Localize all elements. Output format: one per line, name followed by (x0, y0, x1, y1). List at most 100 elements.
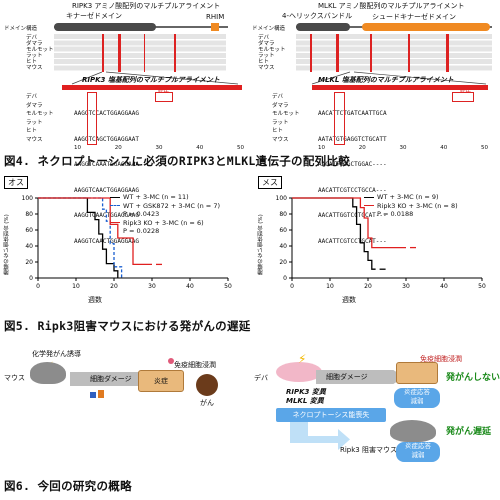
species-label: マウス (26, 136, 43, 143)
species-label: ヒト (26, 59, 38, 65)
ruler-tick: 50 (237, 145, 244, 151)
y-tick-label: 0 (283, 275, 287, 282)
delay-label: 発がん遅延 (446, 427, 492, 437)
mlkl-mark (446, 34, 449, 72)
process-arrow-right (316, 370, 404, 384)
x-tick-label: 40 (440, 283, 448, 290)
y-tick-label: 40 (279, 243, 287, 250)
x-tick-label: 20 (364, 283, 372, 290)
no-cancer-label: 発がんしない (446, 373, 500, 383)
ripk3-zoom-lines (71, 71, 239, 85)
y-tick-label: 100 (22, 195, 34, 202)
ripk3-mutation-label: RIPK3 変異 (286, 388, 326, 396)
ruler-tick: 40 (440, 145, 448, 151)
species-label: マウス (258, 65, 275, 71)
kinase-label-left: キナーゼドメイン (66, 12, 122, 20)
y-tick-label: 80 (25, 211, 33, 218)
species-label: ラット (258, 53, 275, 59)
species-label: ダマラ (258, 41, 275, 47)
species-label: モルモット (258, 47, 286, 53)
ripk3-mouse-label: Ripk3 阻害マウス (340, 446, 397, 454)
species-list-left: デバ ダマラ モルモット ラット ヒト マウス (26, 35, 54, 71)
pvalue: P = 0.0423 (123, 210, 160, 218)
x-tick-label: 20 (110, 283, 118, 290)
ripk3-aa-alignment (54, 34, 226, 72)
ripk3-kinase-domain (54, 23, 156, 31)
damage-icon (98, 390, 104, 398)
x-tick-label: 0 (290, 283, 294, 290)
y-tick-label: 40 (25, 243, 33, 250)
mlkl-mark (408, 34, 410, 72)
xlabel-left: 週数 (88, 296, 102, 304)
legend-right: WT + 3-MC (n = 9) Ripk3 KO + 3-MC (n = 8… (364, 193, 458, 219)
seq-row: AACATTCGGCTGGAC---- (318, 161, 387, 168)
mlkl-helix-domain (296, 23, 350, 31)
species-label: ヒト (272, 128, 284, 134)
ylabel-left: 腫瘍のない個体割合 (%) (4, 214, 10, 276)
species-label: ダマラ (272, 102, 289, 109)
seq-row: AAGGTCAACTGGAGGAAG (74, 186, 140, 194)
helix-label: 4-ヘリックスバンドル (282, 12, 353, 20)
mlkl-mark (370, 34, 372, 72)
species-label: ヒト (258, 59, 270, 65)
series-line (292, 197, 376, 270)
y-tick-label: 100 (276, 195, 288, 202)
mlkl-seq-block: AACATTCTGATCAATTGCA AATATGTGAGGTCTGCATT … (318, 93, 387, 263)
mouse-icon-2 (390, 420, 436, 442)
y-tick-label: 60 (279, 227, 287, 234)
species-list-left-seq: デバ ダマラ モルモット ラット ヒト マウス (26, 93, 54, 144)
x-tick-label: 30 (402, 283, 410, 290)
y-tick-label: 20 (279, 259, 287, 266)
species-label: ラット (26, 53, 43, 59)
figure-5-caption: 図5. Ripk3阻害マウスにおける発がんの遅延 (4, 319, 251, 333)
ripk3-mark (102, 34, 104, 72)
mlkl-mark (336, 34, 339, 72)
species-label: モルモット (26, 47, 54, 53)
domain-label-left: ドメイン構造 (4, 26, 38, 32)
cell-icon-right (396, 362, 438, 384)
x-tick-label: 10 (326, 283, 334, 290)
species-label: デバ (26, 94, 38, 100)
lightning-icon: ⚡ (298, 352, 307, 366)
mouse-label: マウス (4, 374, 25, 382)
species-label: ダマラ (26, 102, 43, 109)
ripk3-stop-box (155, 92, 173, 102)
chart-tag-male: オス (4, 176, 28, 189)
x-tick-label: 0 (36, 283, 40, 290)
cancer-label: がん (200, 399, 214, 407)
legend-item: Ripk3 KO + 3-MC (n = 6) (110, 219, 220, 228)
ripk3-stop-label: 終止 (158, 88, 170, 94)
mlkl-seq-redbar (312, 85, 488, 90)
mlkl-seq-title: MLKL 塩基配列のマルチプルアライメント (318, 76, 454, 84)
x-tick-label: 10 (72, 283, 80, 290)
ruler-tick: 40 (196, 145, 204, 151)
mlkl-mutation-box (334, 92, 345, 145)
legend-left: WT + 3-MC (n = 11) WT + GSK872 + 3-MC (n… (110, 193, 220, 236)
legend-item: WT + 3-MC (n = 9) (364, 193, 458, 202)
series-line (292, 197, 406, 249)
chart-tag-female: メス (258, 176, 282, 189)
ripk3-aa-title: RIPK3 アミノ酸配列のマルチプルアライメント (72, 2, 221, 10)
mlkl-aa-alignment (296, 34, 492, 72)
ruler-tick: 20 (114, 145, 122, 151)
species-label: モルモット (272, 111, 300, 117)
mole-rat-icon (276, 362, 322, 382)
y-tick-label: 20 (25, 259, 33, 266)
species-label: デバ (272, 94, 284, 100)
ripk3-mark (144, 34, 145, 72)
domain-label-right: ドメイン構造 (252, 26, 286, 32)
ripk3-mark (118, 34, 121, 72)
y-tick-label: 0 (29, 275, 33, 282)
mlkl-stop-label: 終止 (460, 88, 472, 94)
x-tick-label: 30 (148, 283, 156, 290)
ylabel-right: 腫瘍のない個体割合 (%) (258, 214, 264, 276)
mlkl-mark (310, 34, 312, 72)
inflammation-reduced-badge-2: 炎症応答 減弱 (396, 442, 440, 462)
y-tick-label: 60 (25, 227, 33, 234)
mlkl-zoom-lines (311, 71, 487, 85)
legend-item: Ripk3 KO + 3-MC (n = 8) (364, 202, 458, 211)
seq-row: AACATTCTGATCAATTGCA (318, 110, 387, 117)
pvalue: P = 0.0188 (377, 210, 414, 218)
damage-label: 細胞ダメージ (90, 375, 132, 383)
